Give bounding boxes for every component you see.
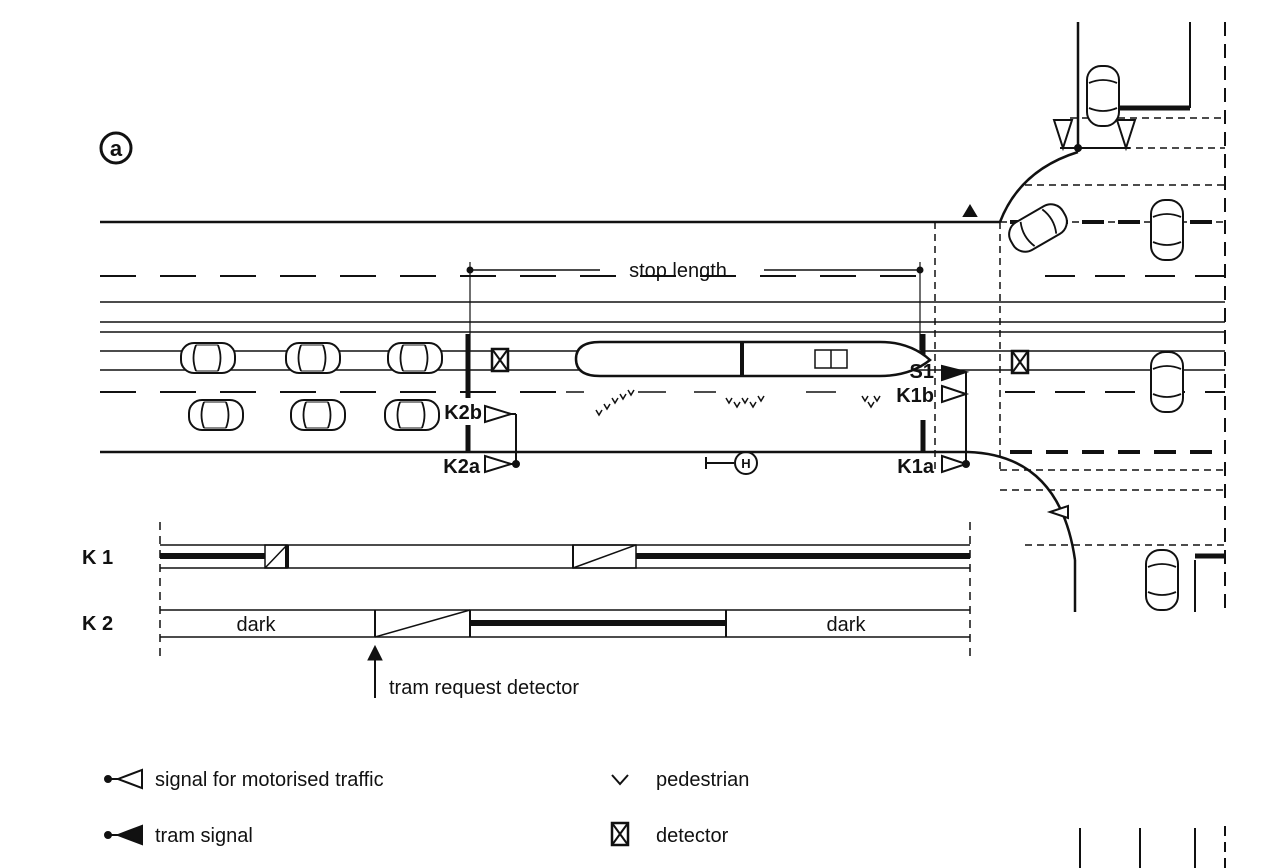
- signal-label-k1a: K1a: [897, 456, 935, 478]
- figure-label-text: a: [110, 136, 123, 161]
- main-road: [100, 220, 1225, 454]
- tram-request-detector-label: tram request detector: [389, 677, 579, 699]
- motor-signal-icon: [484, 119, 1137, 520]
- legend-label: signal for motorised traffic: [155, 769, 384, 791]
- signal-labels: S1 K1b K1a K2b K2a: [443, 361, 935, 478]
- stop-length-dimension: stop length: [466, 260, 924, 350]
- cross-road: [934, 22, 1226, 612]
- signal-label-s1: S1: [910, 361, 934, 383]
- figure-label: a: [99, 131, 133, 165]
- legend-label: detector: [656, 825, 729, 847]
- pedestrian-icon: [566, 389, 881, 417]
- legend-label: pedestrian: [656, 769, 749, 791]
- timing-row-k2-right-text: dark: [827, 614, 867, 636]
- timing-labels: K 1 K 2 dark dark tram request detector: [82, 547, 866, 699]
- signal-label-k2a: K2a: [443, 456, 481, 478]
- pedestrian-icon: [611, 774, 629, 786]
- svg-text:H: H: [741, 456, 750, 471]
- timing-diagram: [159, 522, 971, 698]
- legend-item: signal for motorised traffic: [104, 768, 384, 791]
- legend: signal for motorised traffic tram signal…: [104, 768, 749, 847]
- legend-item: tram signal: [104, 824, 253, 847]
- tram-signal-icon: [104, 824, 143, 846]
- signal-poles: [511, 144, 1130, 468]
- legend-item: pedestrian: [611, 769, 749, 791]
- signal-label-k2b: K2b: [444, 402, 482, 424]
- signal-label-k1b: K1b: [896, 385, 934, 407]
- tram: [574, 340, 932, 378]
- timing-row-k2-name: K 2: [82, 613, 113, 635]
- motor-signal-icon: [104, 768, 143, 790]
- tram-signal-icon: [941, 364, 970, 382]
- stop-lines: [465, 334, 926, 452]
- stop-length-label: stop length: [629, 260, 727, 282]
- queued-cars: [180, 342, 443, 431]
- legend-label: tram signal: [155, 825, 253, 847]
- tram-stop-sign-icon: H: [705, 451, 758, 475]
- detector-icon: [610, 821, 630, 847]
- timing-row-k1-name: K 1: [82, 547, 113, 569]
- legend-item: detector: [610, 821, 729, 847]
- cross-road-fragment: [1079, 826, 1226, 868]
- timing-row-k2-left-text: dark: [237, 614, 277, 636]
